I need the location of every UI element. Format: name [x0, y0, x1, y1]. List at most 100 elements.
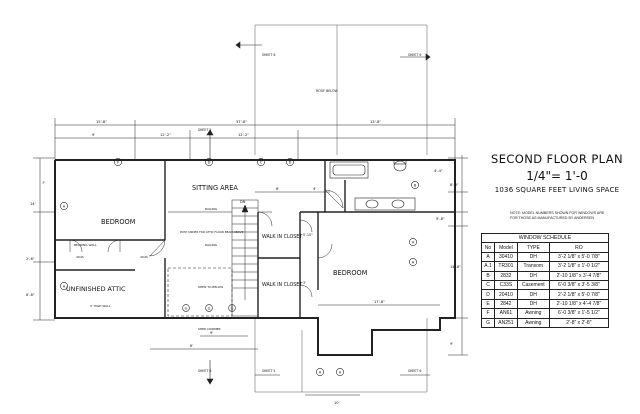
post-note: POST UNDER FOR ATTIC FLOOR BEAM ABOVE	[180, 230, 244, 234]
room-label-bedroom-right: BEDROOM	[333, 269, 368, 277]
sheet-label-w: SHEET 5	[198, 128, 211, 132]
doors	[69, 189, 344, 298]
dim-mid-left: 9'	[92, 133, 95, 137]
roof-outline	[254, 24, 428, 393]
window-tag-a4: A	[412, 260, 415, 264]
schedule-cell: 20410	[494, 289, 518, 300]
schedule-header: Model	[494, 242, 518, 253]
attic-label-a: 4X4S	[76, 255, 84, 259]
window-tags	[60, 158, 419, 376]
bearing-wall-label: BEARING WALL	[74, 243, 97, 247]
dormer-posts	[182, 304, 236, 312]
schedule-cell: 3'-2 1/8" x 5'-0 7/8"	[548, 251, 610, 263]
schedule-cell: 30410	[494, 251, 518, 263]
dim-mid-mid: 12'-2"	[160, 133, 171, 137]
window-tag-b: B	[414, 183, 417, 187]
dim-bottom-10: 10'	[334, 401, 340, 405]
room-label-unfinished-attic: UNFINISHED ATTIC	[66, 285, 126, 293]
window-tag-g1: G	[185, 306, 188, 310]
schedule-cell: 2'-2 1/8" x 5'-0 7/8"	[548, 289, 610, 300]
room-label-sitting-area: SITTING AREA	[192, 184, 238, 192]
open-to-below-label: OPEN TO BELOW	[198, 285, 223, 289]
schedule-cell: DH	[516, 251, 550, 263]
attic-label-b: 4X4S	[140, 255, 148, 259]
schedule-cell: A	[480, 251, 496, 263]
schedule-header: TYPE	[516, 242, 550, 253]
dim-top-left: 15'-8"	[96, 120, 107, 124]
sheet-label-ne: SHEET 6	[408, 53, 421, 57]
schedule-cell: Awning	[516, 308, 550, 319]
dim-bottom-6: 6'	[190, 344, 193, 348]
window-tag-a5: A	[319, 370, 322, 374]
dim-closet-3: 3'	[303, 281, 306, 285]
schedule-cell: D	[480, 289, 496, 300]
stair-dn-label: DN	[240, 200, 246, 204]
sheet-label-nw: SHEET 6	[262, 53, 275, 57]
dim-left-2-6: 2'-6"	[26, 257, 35, 261]
schedule-cell: Transom	[516, 261, 550, 272]
dim-left-6-8: 6'-8"	[26, 293, 35, 297]
schedule-cell: E	[480, 298, 496, 310]
exterior-walls	[54, 159, 456, 356]
railing	[167, 211, 233, 317]
dimension-lines	[33, 118, 468, 396]
dim-top-overall: 37'-8"	[236, 120, 247, 124]
interior-walls	[55, 160, 455, 318]
schedule-cell: TR301	[494, 261, 518, 272]
dim-small-4: 4'	[313, 187, 316, 191]
dim-right-9: 9'	[450, 342, 453, 346]
window-tag-c: C	[260, 160, 263, 164]
schedule-cell: 2'-10 1/8" x 4'-4 7/8"	[548, 298, 610, 310]
window-tag-g2: G	[208, 306, 211, 310]
stairs	[231, 199, 259, 317]
railing-label-2: RAILING	[205, 243, 218, 247]
schedule-cell: 2'-8" x 2'-8"	[548, 317, 610, 328]
drawing-title: SECOND FLOOR PLAN	[491, 152, 623, 166]
schedule-cell: DH	[516, 289, 550, 300]
schedule-header: RO	[548, 242, 610, 253]
schedule-cell: F	[480, 308, 496, 319]
schedule-cell: AN251	[494, 317, 518, 328]
schedule-cell: Awning	[516, 317, 550, 328]
dim-right-9-8: 9'-8"	[436, 217, 445, 221]
window-tag-a2: A	[63, 284, 66, 288]
window-tag-f: F	[117, 160, 119, 164]
schedule-cell: 3'-2 1/8" x 1'-0 1/2"	[548, 261, 610, 272]
window-tag-d2: D	[289, 160, 292, 164]
dim-right-8-6: 8'-6"	[450, 183, 459, 187]
dim-closet-5: 5'-10"	[303, 233, 313, 237]
dim-left-7: 7'	[42, 181, 45, 185]
dim-mid-right: 12'-2"	[238, 133, 249, 137]
schedule-cell: C33S	[494, 279, 518, 291]
schedule-cell: A.1	[480, 261, 496, 272]
bathroom-fixtures	[329, 159, 416, 211]
sheet-label-se: SHEET 6	[408, 369, 421, 373]
schedule-cell: DH	[516, 270, 550, 281]
schedule-cell: 2'-10 1/8" x 3'-4 7/8"	[548, 270, 610, 281]
schedule-cell: Casement	[516, 279, 550, 291]
window-tag-a6: A	[339, 370, 342, 374]
dim-right-14-6: 14'-6"	[450, 265, 461, 269]
railing-label: RAILING	[205, 207, 218, 211]
dim-small-6: 6'	[276, 187, 279, 191]
dim-top-right: 13'-8"	[370, 120, 381, 124]
room-label-closet-2: WALK IN CLOSET	[262, 282, 302, 288]
room-label-bedroom-left: BEDROOM	[101, 218, 136, 226]
window-note: NOTE: MODEL NUMBERS SHOWN FOR WINDOWS AR…	[510, 211, 605, 220]
schedule-cell: G	[480, 317, 496, 328]
schedule-caption: WINDOW SCHEDULE	[481, 232, 609, 244]
window-tag-g3: G	[231, 306, 234, 310]
schedule-cell: C	[480, 279, 496, 291]
schedule-cell: B	[480, 270, 496, 281]
section-markers	[206, 41, 431, 385]
